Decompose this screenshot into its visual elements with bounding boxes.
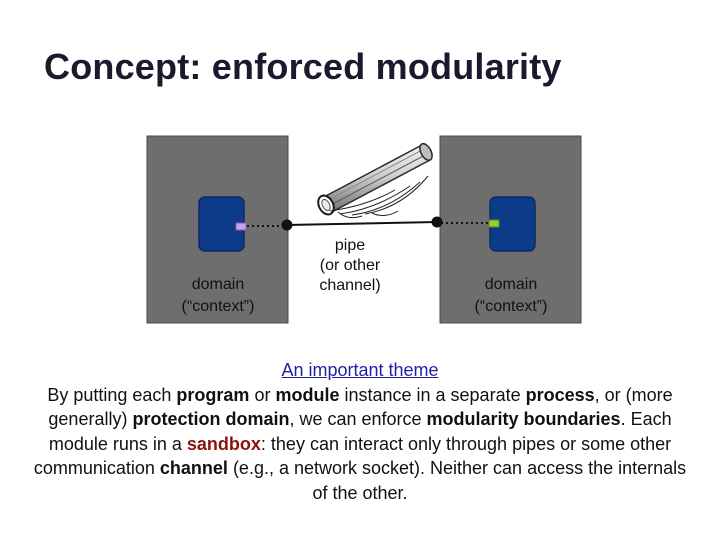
right-port (488, 219, 500, 228)
left-endpoint (281, 219, 293, 231)
text-segment: : they can interact only through pipes o… (33, 433, 672, 479)
left-port (235, 222, 247, 231)
keyword-module: module (275, 384, 340, 405)
pipe-label-line1: pipe (334, 237, 366, 254)
text-segment: or (249, 384, 276, 405)
keyword-modularity-boundaries: modularity boundaries (426, 409, 621, 429)
slide-title: Concept: enforced modularity (44, 46, 562, 87)
pipe-label-line2: (or other (319, 257, 381, 274)
keyword-program: program (176, 384, 250, 405)
text-segment: instance in a separate (339, 384, 526, 405)
text-segment: , we can enforce (289, 409, 427, 429)
text-segment: (e.g., a network socket). Neither can ac… (227, 458, 687, 503)
left-domain-label-line2: (“context”) (181, 298, 255, 315)
explanation-block: An important theme By putting each progr… (30, 358, 690, 505)
pipe-icon (317, 142, 433, 219)
keyword-process: process (525, 384, 595, 405)
pipe-label: pipe (or other channel) (300, 236, 400, 296)
keyword-channel: channel (159, 458, 228, 478)
text-segment: By putting each (47, 384, 177, 405)
right-domain-label-line2: (“context”) (474, 298, 548, 315)
theme-heading: An important theme (281, 360, 439, 380)
text-segment: . Each module runs in a (48, 409, 672, 454)
explanation-paragraph: By putting each program or module instan… (30, 383, 690, 506)
keyword-sandbox: sandbox (186, 433, 261, 454)
channel-line (286, 221, 438, 226)
right-domain-label: domain (“context”) (441, 274, 581, 318)
keyword-protection-domain: protection domain (132, 409, 290, 429)
left-domain-label-line1: domain (191, 276, 245, 293)
pipe-label-line3: channel) (319, 277, 381, 294)
right-domain-label-line1: domain (484, 276, 538, 293)
right-endpoint (431, 216, 443, 228)
left-domain-label: domain (“context”) (148, 274, 288, 318)
text-segment: , or (more generally) (48, 384, 673, 430)
